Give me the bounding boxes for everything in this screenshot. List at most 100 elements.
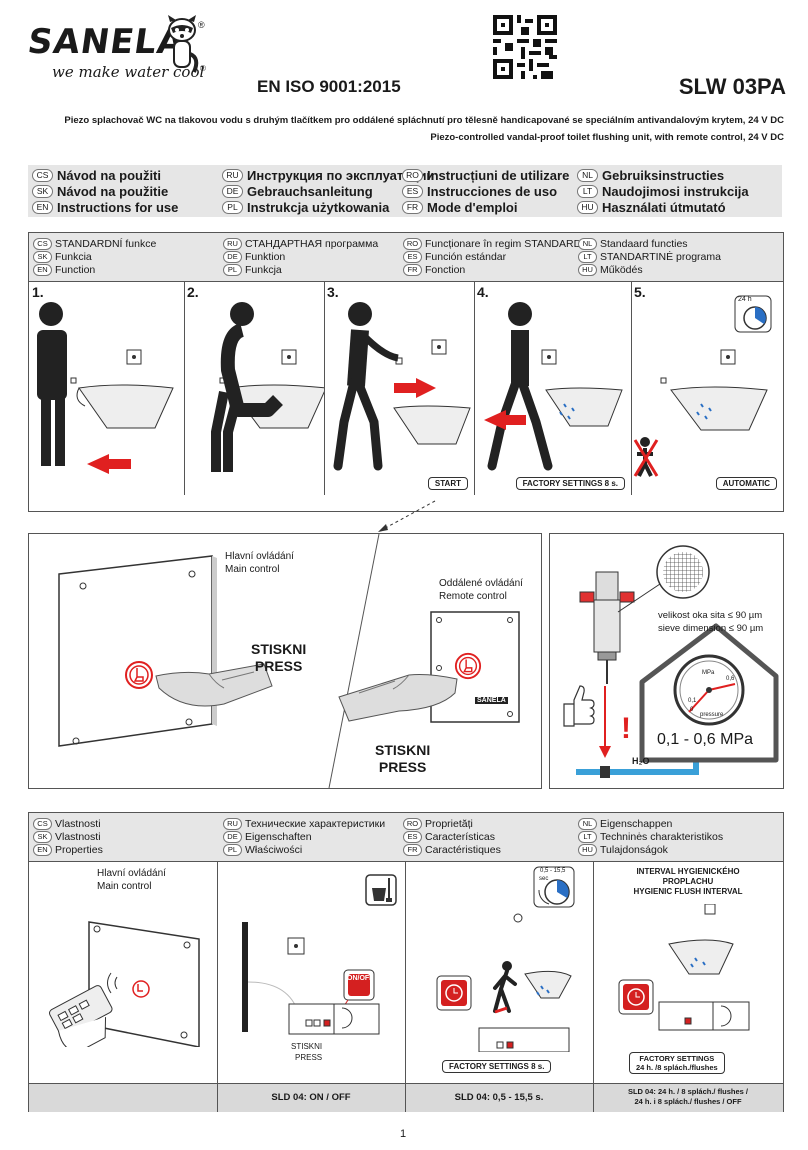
instructions-language-cell: SK Návod na použitie (32, 183, 168, 199)
page-number: 1 (400, 1128, 407, 1140)
language-label: Funcționare în regim STANDARD (425, 237, 582, 250)
sieve-label-cs: velikost oka sita ≤ 90 µm (658, 610, 763, 621)
language-label: Instrucțiuni de utilizare (427, 167, 570, 183)
function-step-4: 4.FACTORY SETTINGS 8 s. (474, 282, 632, 495)
pressing-hand-left-icon (155, 663, 273, 707)
language-code-badge: DE (223, 250, 242, 263)
language-code-badge: LT (578, 250, 597, 263)
language-label: Gebruiksinstructies (602, 167, 725, 183)
gauge-label: pressure (700, 712, 724, 718)
language-code-badge: PL (222, 200, 243, 214)
properties-body: Hlavní ovládání Main control (29, 862, 783, 1087)
language-code-badge: RO (402, 168, 423, 182)
language-code-badge: NL (578, 237, 597, 250)
language-code-badge: CS (33, 817, 52, 830)
language-label: Instructions for use (57, 199, 179, 215)
footer-col1 (29, 1084, 218, 1112)
language-code-badge: HU (577, 200, 598, 214)
prop-control-panel-illustration (49, 921, 200, 1047)
prop-main-control-en: Main control (97, 881, 152, 892)
step-number: 1. (32, 284, 44, 300)
language-label: Vlastnosti (55, 830, 101, 843)
language-label: Технические характеристики (245, 817, 386, 830)
remote-plate-brand: SANELA (475, 697, 508, 704)
sieve-label-en: sieve dimension ≤ 90 µm (658, 623, 764, 634)
prop-wall-unit-illustration (242, 922, 380, 1035)
language-code-badge: FR (403, 263, 422, 276)
footer-divider-2 (405, 1084, 406, 1112)
language-label: Funkcia (55, 250, 92, 263)
control-panel-section: Hlavní ovládání Main control Oddálené ov… (28, 533, 542, 789)
function-step-2: 2. (184, 282, 325, 495)
language-label: Használati útmutató (602, 199, 726, 215)
language-code-badge: PL (223, 843, 242, 856)
language-label: Működés (600, 263, 643, 276)
timer-unit-label: sec (539, 876, 549, 882)
brand-slogan: we make water cool (52, 63, 205, 81)
language-code-badge: SK (32, 184, 53, 198)
gauge-mid: 0,1 (688, 698, 697, 704)
warning-mark: ! (621, 712, 631, 745)
main-control-label-cs: Hlavní ovládání (225, 551, 294, 562)
description-en: Piezo-controlled vandal-proof toilet flu… (430, 132, 784, 143)
step-number: 5. (634, 284, 646, 300)
prop-column-2 (217, 862, 406, 1087)
step-tag: START (427, 477, 468, 490)
language-label: Funkcja (245, 263, 282, 276)
language-code-badge: LT (577, 184, 598, 198)
water-label: H₂O (632, 756, 650, 766)
footer-col2: SLD 04: ON / OFF (271, 1092, 351, 1103)
model-code: SLW 03PA (678, 74, 786, 99)
language-label: Fonction (425, 263, 466, 276)
step-number: 4. (477, 284, 489, 300)
step-number: 2. (187, 284, 199, 300)
function-step-3: 3.START (324, 282, 475, 495)
press-button-remote-icon[interactable] (454, 652, 482, 680)
prop-press-en: PRESS (295, 1053, 323, 1062)
language-label: Инструкция по эксплуатации (247, 167, 435, 183)
language-label: Návod na použiti (57, 167, 161, 183)
prop-column-3 (405, 862, 594, 1087)
connector-arrow (377, 500, 436, 533)
language-code-badge: FR (402, 200, 423, 214)
instructions-language-cell: HU Használati útmutató (577, 199, 726, 215)
language-label: Návod na použitie (57, 183, 169, 199)
language-code-badge: DE (222, 184, 243, 198)
press-button-main-icon[interactable] (124, 660, 154, 690)
brand-logo: SANELA (25, 22, 187, 62)
step-illustration (633, 295, 772, 477)
language-code-badge: RO (403, 237, 422, 250)
prop-column-1 (29, 862, 218, 1087)
gauge-max: 0,6 (726, 676, 735, 682)
language-label: Caractéristiques (425, 843, 501, 856)
iso-certification: EN ISO 9001:2015 (257, 77, 401, 96)
pressing-hand-right-icon (338, 674, 458, 722)
